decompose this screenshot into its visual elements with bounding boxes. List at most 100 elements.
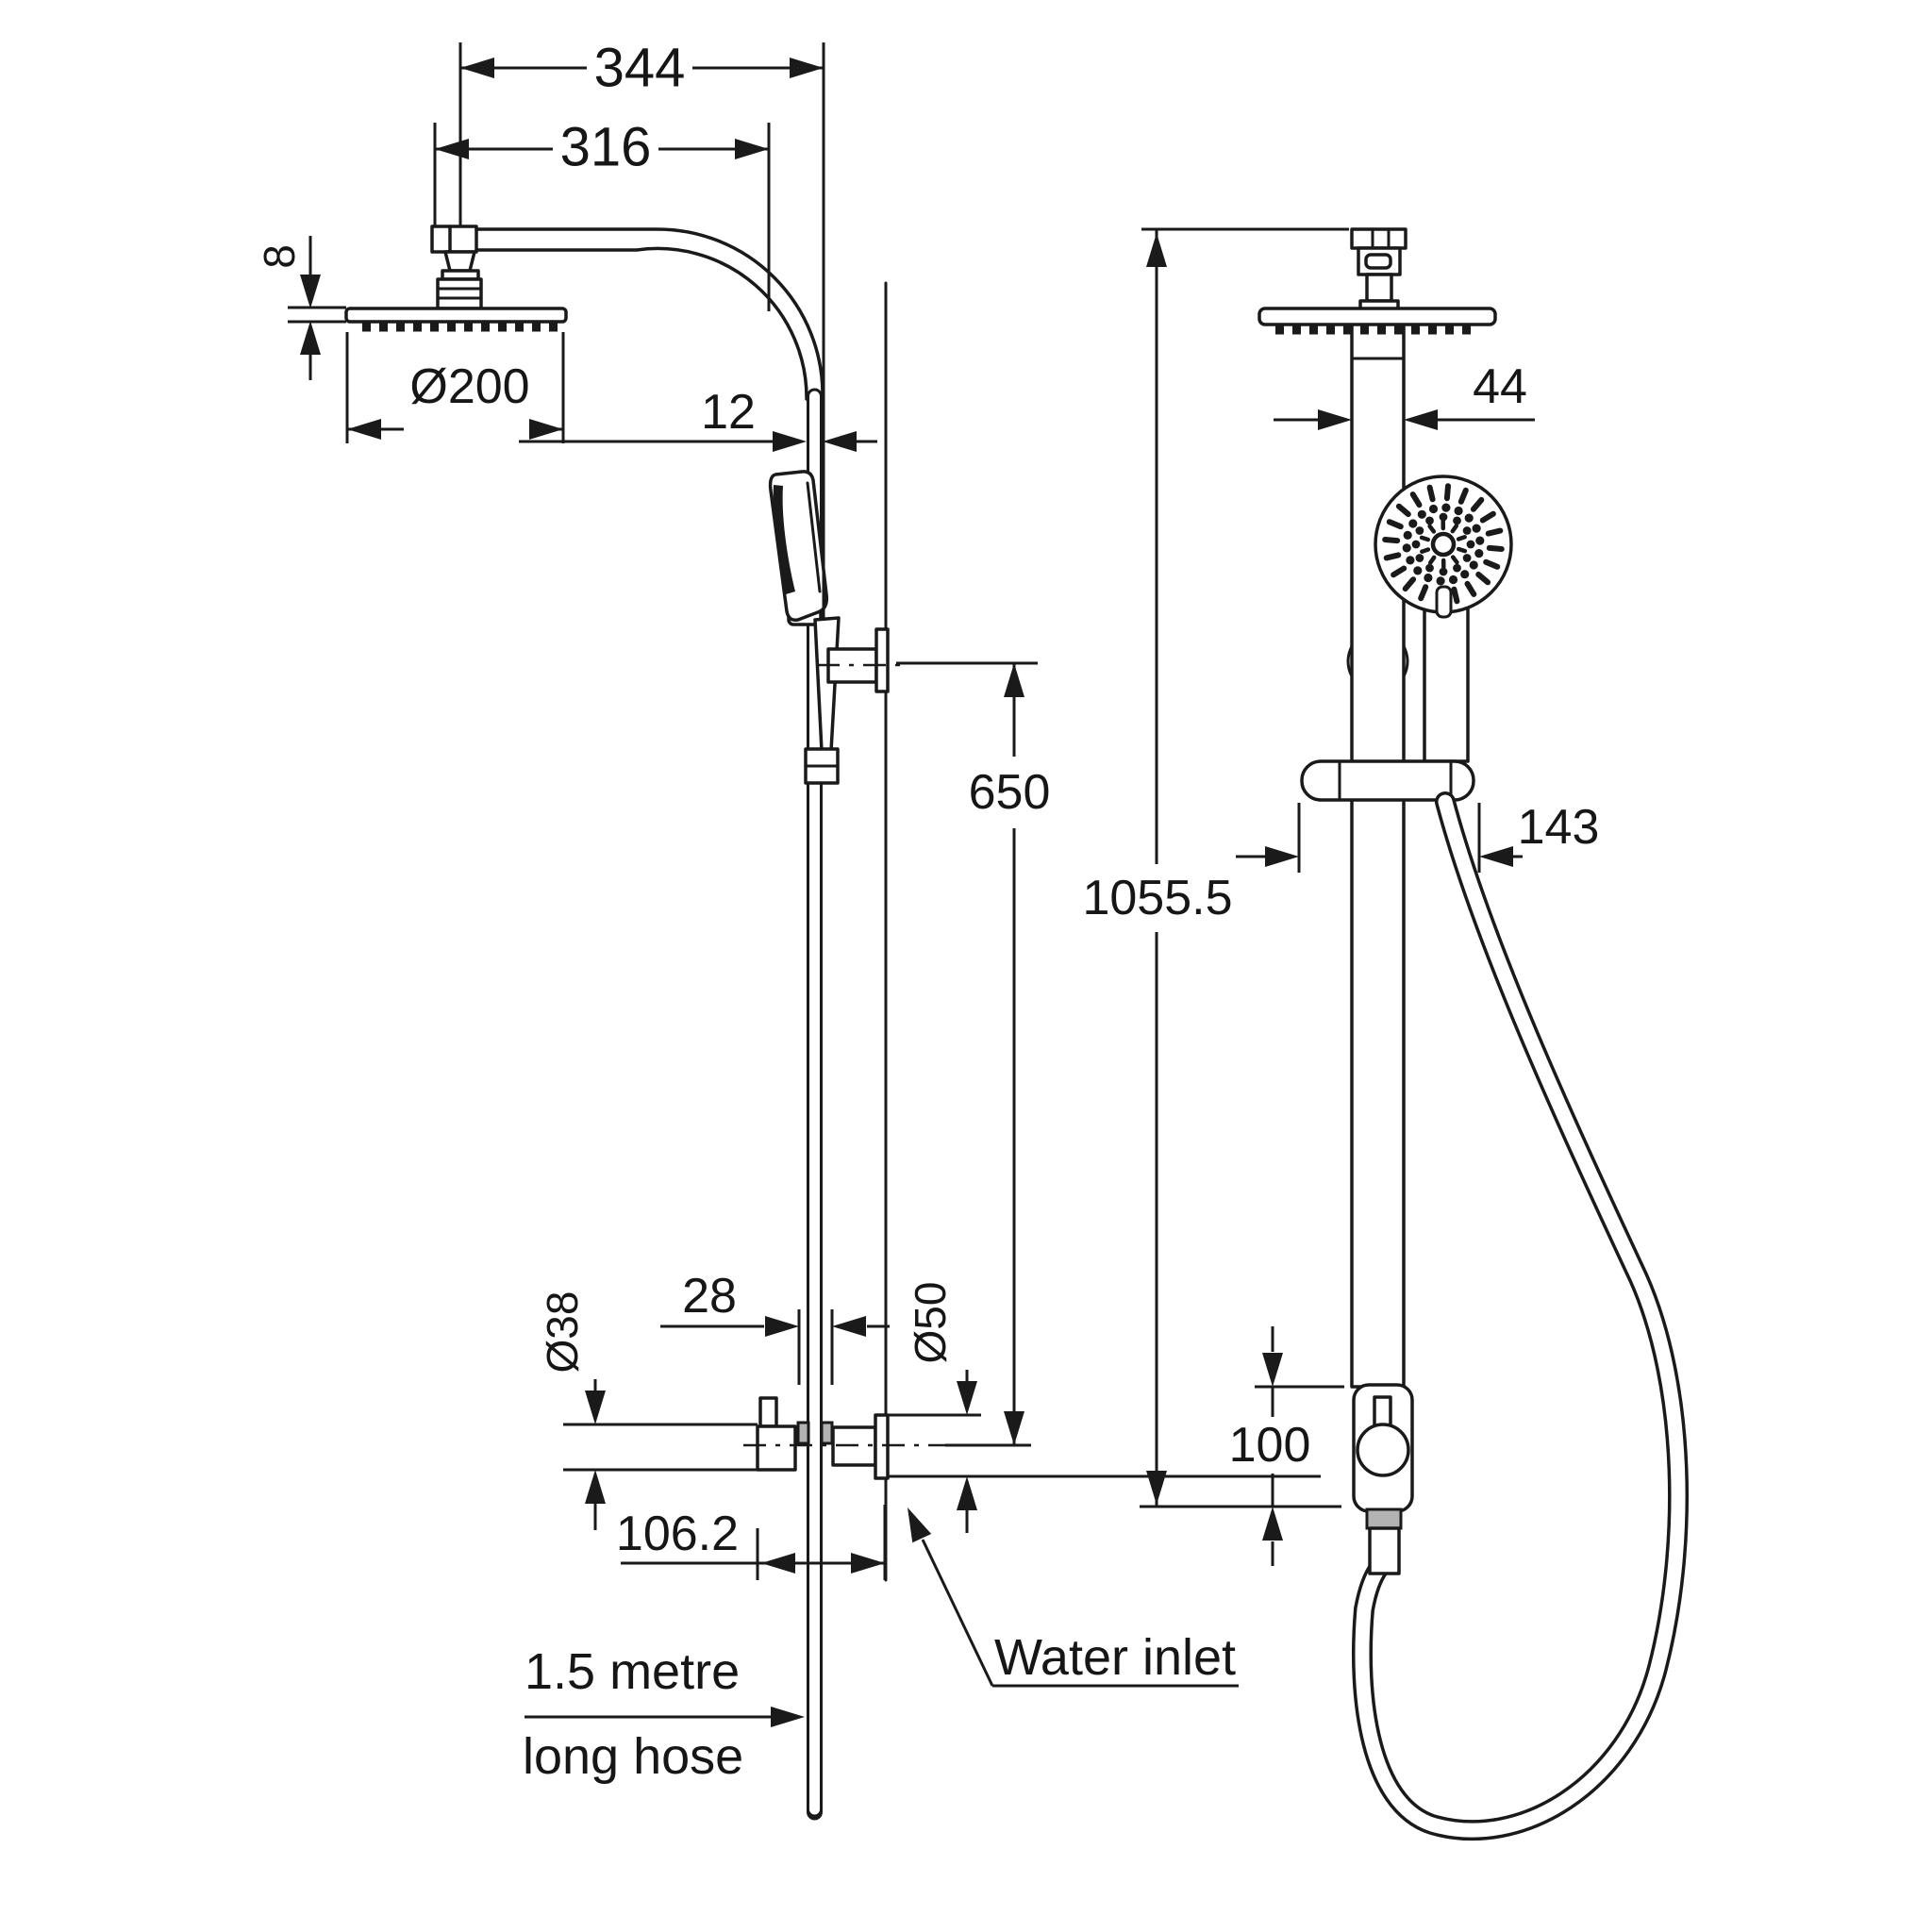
spray-nozzle-slot [1427, 524, 1437, 534]
arrowhead [1146, 233, 1167, 267]
extension-lines [433, 123, 771, 311]
extension-lines [288, 306, 346, 324]
side-view [344, 225, 945, 1821]
spray-nozzle-dot [1439, 567, 1448, 576]
dim-overall-height: 1055.5 [1082, 227, 1349, 1508]
spray-nozzle-slot [1382, 537, 1401, 544]
water-inlet-label: Water inlet [994, 1629, 1236, 1686]
spray-nozzle-dot [1415, 526, 1424, 535]
spray-nozzle-dot [1472, 524, 1481, 533]
spray-nozzle-dot [1424, 573, 1433, 583]
spray-nozzle-slot [1427, 555, 1437, 565]
spray-nozzle-slot [1409, 491, 1423, 508]
spray-nozzle-dot [1439, 512, 1448, 522]
arrowhead [832, 1316, 866, 1337]
spray-nozzle-dot [1453, 516, 1461, 525]
dim-pipe-offset-label: 28 [682, 1269, 737, 1324]
extension-lines [756, 1505, 887, 1580]
spray-nozzle-dot [1469, 560, 1478, 570]
hose-note-callout: 1.5 metre long hose [523, 1643, 805, 1785]
arrowhead [761, 1553, 795, 1574]
spray-nozzle-dot [1403, 530, 1412, 541]
spray-nozzle-slot [1479, 510, 1496, 524]
hose-connector-front [1368, 1526, 1401, 1575]
dim-flange-diameter: Ø50 [887, 1282, 1321, 1533]
dim-column-width: 44 [1274, 359, 1535, 430]
spray-nozzle-slot [1391, 565, 1407, 578]
wall-bracket [817, 627, 904, 693]
hose-loop-outline [1351, 791, 1690, 1841]
spray-nozzle-slot [1457, 487, 1469, 505]
hose-front [1351, 791, 1690, 1841]
dim-holder-height: 650 [896, 661, 1050, 1447]
dim-pipe-offset: 28 [660, 1269, 890, 1385]
hose-note-line2: long hose [523, 1728, 743, 1785]
extension-lines [797, 1309, 834, 1385]
dim-head-thickness: 8 [255, 236, 346, 380]
dimension-annotations: 344 316 8 Ø200 [255, 38, 1599, 1786]
dim-inlet-projection: 106.2 [616, 1505, 887, 1580]
spray-nozzle-slot [1426, 484, 1436, 503]
rain-head-plate [344, 307, 568, 324]
spray-nozzle-slot [1418, 584, 1429, 602]
hand-shower-head-line [806, 481, 822, 593]
joint-cone [443, 250, 476, 273]
spray-nozzle-slot [1386, 519, 1404, 530]
rain-head-front [1257, 307, 1497, 335]
arrowhead [435, 139, 469, 159]
arrowhead [300, 321, 321, 355]
extension-lines [887, 1413, 1321, 1478]
dim-pipe-depth: 12 [519, 385, 877, 452]
slider-bump-left [1346, 644, 1354, 678]
spray-nozzle-slot [1402, 576, 1417, 592]
rail-bracket-pill [1300, 759, 1475, 802]
spray-nozzle-dot [1462, 554, 1472, 562]
rain-head-side [344, 307, 568, 332]
spray-nozzle-slot [1483, 558, 1501, 570]
spray-nozzle-dot [1415, 554, 1424, 562]
spray-nozzle-slot [1470, 496, 1485, 512]
top-bracket [1350, 227, 1407, 1389]
spray-nozzle-slot [1420, 547, 1431, 554]
spray-nozzle-dot [1436, 576, 1445, 586]
arrowhead [529, 419, 563, 440]
spray-nozzle-dot [1474, 549, 1484, 558]
spray-nozzle-slot [1475, 571, 1491, 586]
spray-nozzle-slot [1450, 524, 1459, 534]
bracket-inner [1364, 253, 1392, 270]
valve-knob-stem [1373, 1395, 1392, 1428]
arrowhead [898, 1503, 932, 1543]
leader-line [921, 1539, 994, 1687]
spray-nozzle-slot [1464, 580, 1477, 597]
arrowhead [1004, 663, 1024, 697]
spray-nozzle-dot [1402, 543, 1411, 553]
spray-center-ring [1430, 531, 1457, 558]
spray-nozzle-dot [1408, 519, 1418, 528]
spray-nozzle-dot [1448, 575, 1458, 585]
spray-nozzle-slot [1443, 483, 1451, 502]
dim-valve-height: 100 [1229, 1326, 1344, 1566]
spray-nozzle-slot [1485, 527, 1504, 537]
arrowhead [1004, 1411, 1024, 1445]
diverter-knob [758, 1396, 778, 1428]
handle-front [1423, 603, 1470, 763]
spray-nozzle-slot [1395, 503, 1411, 518]
arrowhead [957, 1381, 977, 1415]
arrowhead [1146, 1471, 1167, 1505]
spray-nozzle-slot [1419, 535, 1431, 542]
head-ball-joint [436, 250, 483, 310]
bracket-stem [1365, 273, 1393, 303]
spray-nozzle-dot [1462, 526, 1472, 535]
slider-bump-right [1402, 644, 1409, 678]
spray-nozzle-dot [1475, 536, 1485, 545]
spray-nozzle-slot [1383, 552, 1402, 561]
bracket-cap-dividers [1371, 227, 1391, 250]
arrowhead [823, 431, 857, 452]
extension-lines [458, 42, 825, 621]
spray-nozzle-dot [1441, 503, 1451, 512]
hose-note-line1: 1.5 metre [525, 1643, 740, 1700]
arrowhead [1262, 1507, 1283, 1541]
valve-seal-front [1365, 1507, 1403, 1530]
arrowhead [765, 1316, 799, 1337]
